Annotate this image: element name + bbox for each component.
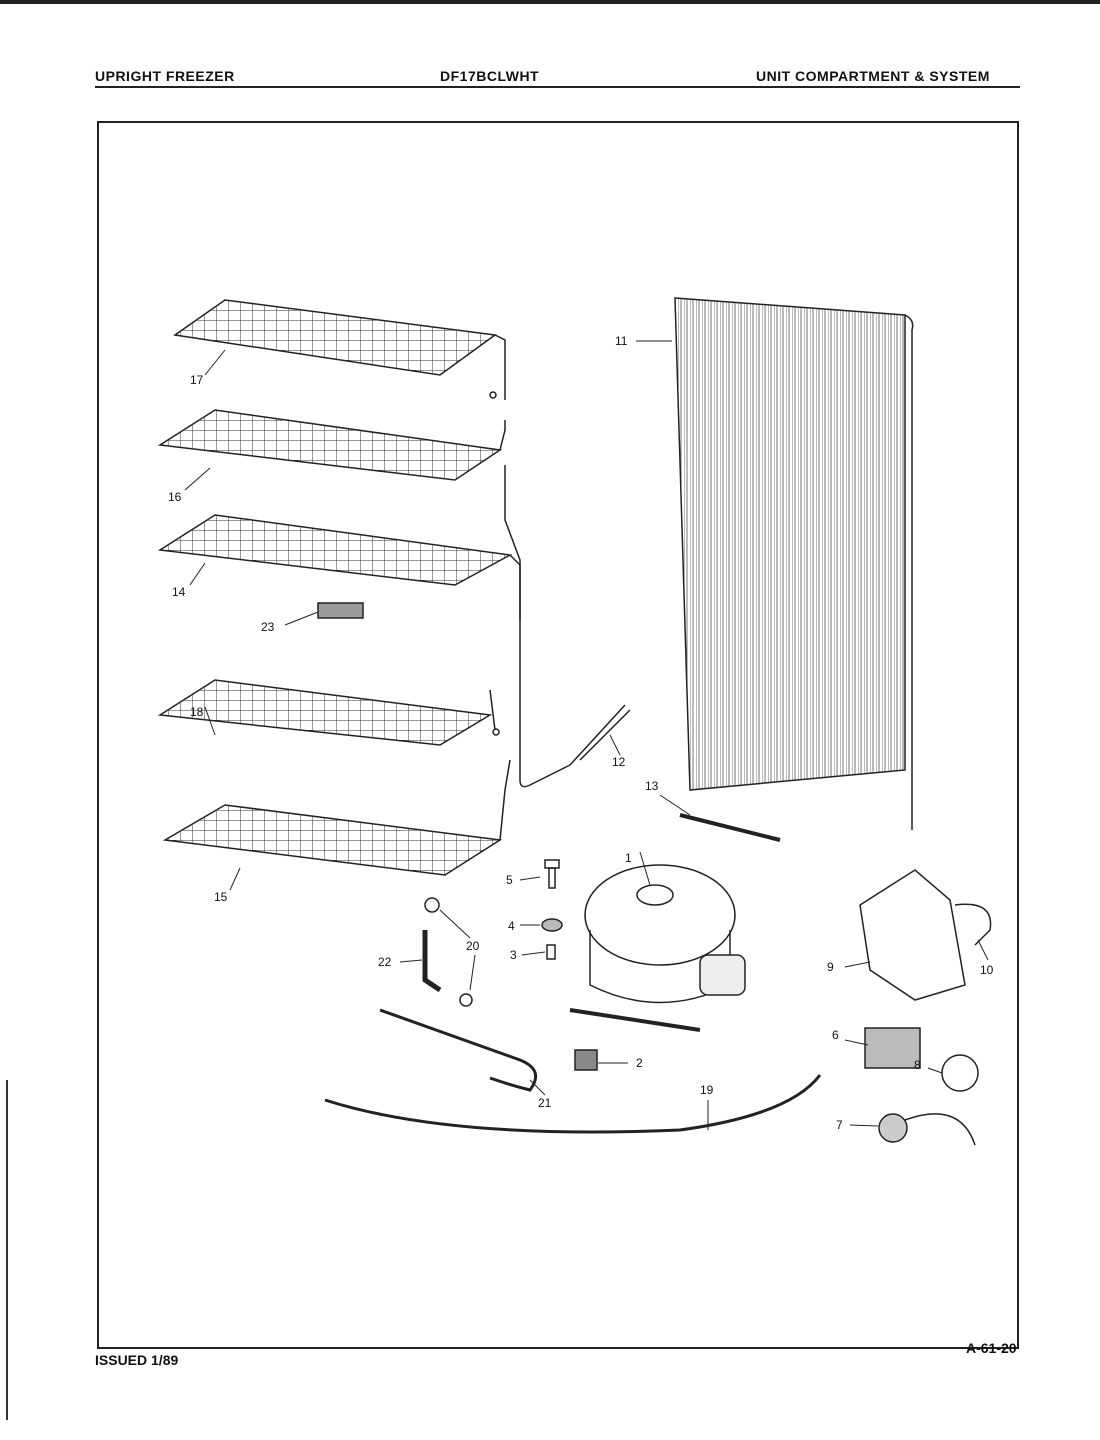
capillary-tube-13 bbox=[679, 813, 781, 842]
callout-8: 8 bbox=[914, 1058, 921, 1072]
callout-18: 18 bbox=[190, 705, 204, 719]
bolt-5 bbox=[544, 859, 560, 889]
callout-17: 17 bbox=[190, 373, 204, 387]
callout-16: 16 bbox=[168, 490, 182, 504]
header-model: DF17BCLWHT bbox=[440, 68, 540, 84]
diagram-frame bbox=[97, 121, 1019, 1349]
drier-tube-12 bbox=[569, 704, 631, 766]
tube-22 bbox=[422, 930, 442, 993]
callout-21: 21 bbox=[538, 1096, 552, 1110]
callout-10: 10 bbox=[980, 963, 994, 977]
header-rule bbox=[95, 86, 1020, 88]
sleeve-3 bbox=[546, 944, 556, 960]
callout-12: 12 bbox=[612, 755, 626, 769]
callout-15: 15 bbox=[214, 890, 228, 904]
callout-4: 4 bbox=[508, 919, 515, 933]
callout-14: 14 bbox=[172, 585, 186, 599]
scan-edge-mark bbox=[6, 1080, 8, 1420]
callout-2: 2 bbox=[636, 1056, 643, 1070]
header-product: UPRIGHT FREEZER bbox=[95, 68, 235, 84]
wire-harness-19 bbox=[324, 1074, 822, 1134]
callout-1: 1 bbox=[625, 851, 632, 865]
cover-9 bbox=[859, 869, 966, 1001]
overload-7 bbox=[878, 1113, 976, 1146]
grommet-4 bbox=[541, 918, 563, 932]
callout-9: 9 bbox=[827, 960, 834, 974]
shelf-16 bbox=[157, 409, 506, 481]
clip-8 bbox=[941, 1054, 979, 1092]
bracket-10 bbox=[954, 903, 992, 946]
compressor-1 bbox=[569, 864, 746, 1032]
shelf-17 bbox=[173, 299, 506, 400]
callout-23: 23 bbox=[261, 620, 275, 634]
shelf-15 bbox=[162, 759, 511, 876]
callout-3: 3 bbox=[510, 948, 517, 962]
fitting-2 bbox=[574, 1049, 598, 1071]
footer-issued: ISSUED 1/89 bbox=[95, 1352, 179, 1368]
footer-page-code: A-61-20 bbox=[966, 1340, 1017, 1356]
callout-20: 20 bbox=[466, 939, 480, 953]
condenser-11 bbox=[674, 297, 914, 830]
callout-19: 19 bbox=[700, 1083, 714, 1097]
callout-6: 6 bbox=[832, 1028, 839, 1042]
shelf-18 bbox=[157, 679, 500, 746]
thermostat-23 bbox=[317, 602, 364, 619]
callout-7: 7 bbox=[836, 1118, 843, 1132]
relay-6 bbox=[864, 1027, 921, 1069]
callout-5: 5 bbox=[506, 873, 513, 887]
refrigerant-tube bbox=[504, 465, 571, 788]
clips-20 bbox=[424, 897, 473, 1007]
callout-13: 13 bbox=[645, 779, 659, 793]
top-border bbox=[0, 0, 1100, 4]
callout-11: 11 bbox=[615, 334, 628, 348]
drain-tube-21 bbox=[379, 1008, 538, 1092]
callout-22: 22 bbox=[378, 955, 392, 969]
header-section: UNIT COMPARTMENT & SYSTEM bbox=[756, 68, 990, 84]
leader-lines bbox=[184, 340, 989, 1130]
